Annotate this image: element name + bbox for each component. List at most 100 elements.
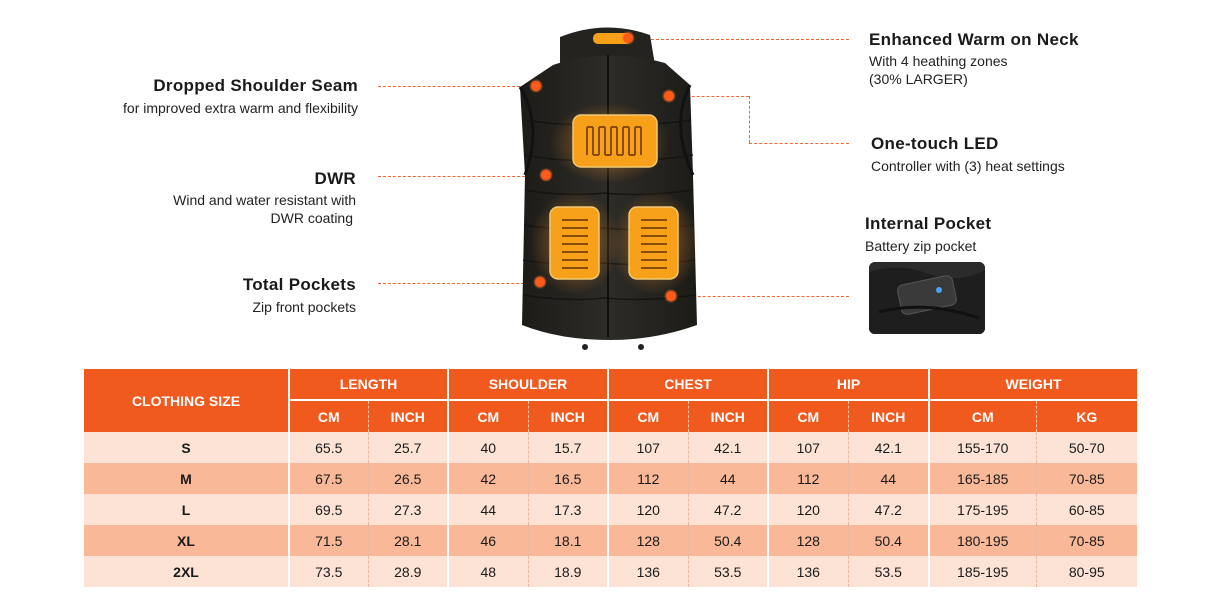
table-cell: 50.4 (687, 525, 768, 556)
table-cell: 60-85 (1035, 494, 1137, 525)
table-cell: 107 (607, 432, 688, 463)
table-row: M 67.5 26.5 42 16.5 112 44 112 44 165-18… (84, 463, 1137, 494)
table-cell: 26.5 (367, 463, 448, 494)
leader-line (749, 96, 750, 143)
table-cell: 48 (447, 556, 528, 587)
size-label: XL (84, 525, 289, 556)
table-cell: 47.2 (687, 494, 768, 525)
table-cell: 18.1 (527, 525, 608, 556)
table-cell: 112 (607, 463, 688, 494)
table-cell: 165-185 (928, 463, 1036, 494)
table-group-header-row: CLOTHING SIZE LENGTH SHOULDER CHEST HIP … (84, 369, 1137, 432)
callout-one-touch-led: One-touch LED Controller with (3) heat s… (871, 134, 1065, 175)
table-cell: 107 (767, 432, 848, 463)
table-cell: 69.5 (288, 494, 368, 525)
unit-header: CM (288, 400, 368, 432)
size-label: 2XL (84, 556, 289, 587)
table-cell: 80-95 (1035, 556, 1137, 587)
table-cell: 18.9 (527, 556, 608, 587)
table-cell: 42 (447, 463, 528, 494)
callout-title: Enhanced Warm on Neck (869, 30, 1079, 49)
table-cell: 28.9 (367, 556, 448, 587)
table-cell: 136 (607, 556, 688, 587)
unit-header: CM (607, 400, 688, 432)
table-cell: 50.4 (847, 525, 929, 556)
size-label: L (84, 494, 289, 525)
leader-line (378, 283, 534, 284)
unit-header: CM (928, 400, 1036, 432)
internal-pocket-image (869, 262, 985, 334)
callout-title: DWR (314, 169, 356, 188)
table-cell: 44 (687, 463, 768, 494)
unit-header: CM (767, 400, 848, 432)
unit-header: INCH (527, 400, 608, 432)
table-cell: 73.5 (288, 556, 368, 587)
table-cell: 15.7 (527, 432, 608, 463)
leader-line (636, 39, 849, 40)
hotspot-shoulder (529, 79, 543, 93)
group-header-shoulder: SHOULDER (447, 369, 608, 401)
table-cell: 16.5 (527, 463, 608, 494)
hotspot-front-pocket (533, 275, 547, 289)
table-cell: 70-85 (1035, 525, 1137, 556)
table-cell: 46 (447, 525, 528, 556)
unit-header: INCH (367, 400, 448, 432)
unit-header: INCH (687, 400, 768, 432)
size-chart-table: CLOTHING SIZE LENGTH SHOULDER CHEST HIP … (84, 369, 1137, 587)
table-unit-header-row: CM INCH CM INCH CM INCH CM INCH CM KG (84, 400, 1137, 432)
table-cell: 67.5 (288, 463, 368, 494)
callout-desc: Controller with (3) heat settings (871, 158, 1065, 174)
unit-header: INCH (847, 400, 929, 432)
unit-header: CM (447, 400, 528, 432)
table-cell: 65.5 (288, 432, 368, 463)
table-cell: 50-70 (1035, 432, 1137, 463)
table-cell: 175-195 (928, 494, 1036, 525)
group-header-weight: WEIGHT (928, 369, 1137, 401)
callout-internal-pocket: Internal Pocket Battery zip pocket (865, 214, 991, 255)
heated-vest-image (518, 27, 700, 350)
table-cell: 71.5 (288, 525, 368, 556)
table-cell: 42.1 (687, 432, 768, 463)
leader-line (378, 176, 540, 177)
callout-title: One-touch LED (871, 134, 999, 153)
table-cell: 136 (767, 556, 848, 587)
table-cell: 42.1 (847, 432, 929, 463)
callout-desc: With 4 heathing zones (869, 53, 1008, 69)
table-cell: 44 (447, 494, 528, 525)
callout-desc: (30% LARGER) (869, 71, 968, 87)
table-cell: 53.5 (687, 556, 768, 587)
table-cell: 47.2 (847, 494, 929, 525)
callout-title: Dropped Shoulder Seam (153, 76, 358, 95)
table-cell: 128 (767, 525, 848, 556)
leader-line (678, 296, 849, 297)
table-row: XL 71.5 28.1 46 18.1 128 50.4 128 50.4 1… (84, 525, 1137, 556)
table-cell: 28.1 (367, 525, 448, 556)
table-cell: 155-170 (928, 432, 1036, 463)
size-column-header: CLOTHING SIZE (84, 369, 289, 432)
table-cell: 40 (447, 432, 528, 463)
table-cell: 180-195 (928, 525, 1036, 556)
hotspot-internal-pocket (664, 289, 678, 303)
leader-line (672, 96, 749, 97)
table-cell: 120 (767, 494, 848, 525)
callout-enhanced-neck: Enhanced Warm on Neck With 4 heathing zo… (869, 30, 1079, 88)
callout-desc: DWR coating (270, 210, 353, 226)
callout-desc: for improved extra warm and flexibility (123, 100, 358, 116)
table-cell: 70-85 (1035, 463, 1137, 494)
table-cell: 120 (607, 494, 688, 525)
callout-total-pockets: Total Pockets Zip front pockets (243, 275, 356, 316)
table-row: L 69.5 27.3 44 17.3 120 47.2 120 47.2 17… (84, 494, 1137, 525)
table-cell: 112 (767, 463, 848, 494)
callout-desc: Zip front pockets (252, 299, 357, 315)
table-cell: 25.7 (367, 432, 448, 463)
table-row: S 65.5 25.7 40 15.7 107 42.1 107 42.1 15… (84, 432, 1137, 463)
callout-desc: Battery zip pocket (865, 238, 977, 254)
leader-line (749, 143, 849, 144)
hotspot-dwr (539, 168, 553, 182)
size-label: S (84, 432, 289, 463)
table-cell: 27.3 (367, 494, 448, 525)
table-cell: 17.3 (527, 494, 608, 525)
callout-title: Total Pockets (242, 275, 356, 294)
table-cell: 44 (847, 463, 929, 494)
callout-desc: Wind and water resistant with (173, 192, 356, 208)
